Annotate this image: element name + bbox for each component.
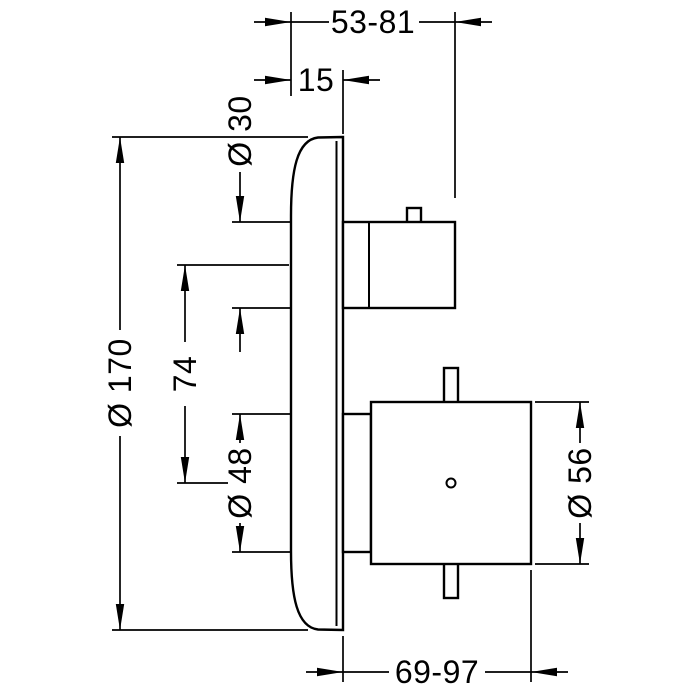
handle-body bbox=[341, 220, 457, 310]
arrowhead bbox=[115, 137, 125, 163]
dim-plate-diameter: Ø 170 bbox=[102, 136, 308, 631]
arrowhead bbox=[180, 457, 190, 483]
arrowhead bbox=[265, 75, 291, 85]
escutcheon-plate bbox=[289, 135, 345, 632]
arrowhead bbox=[575, 402, 585, 428]
arrowhead bbox=[575, 538, 585, 564]
knob-center-dot bbox=[445, 477, 457, 489]
dim-label-handle-projection: 53-81 bbox=[331, 4, 415, 40]
dim-label-handle-diameter: Ø 30 bbox=[222, 95, 258, 166]
knob-top-tab bbox=[442, 366, 460, 406]
dim-knob-projection: 69-97 bbox=[306, 570, 568, 690]
dim-label-knob-diameter: Ø 56 bbox=[562, 447, 598, 518]
arrowhead bbox=[317, 667, 343, 677]
fixture-side-view bbox=[289, 135, 533, 632]
dim-handle-projection: 53-81 bbox=[254, 4, 492, 198]
dim-label-center-distance: 74 bbox=[167, 356, 203, 393]
dim-label-knob-projection: 69-97 bbox=[395, 654, 479, 690]
arrowhead bbox=[235, 196, 245, 222]
knob-sleeve bbox=[341, 412, 373, 554]
dim-label-plate-depth: 15 bbox=[298, 62, 335, 98]
dim-plate-depth: 15 bbox=[254, 62, 380, 134]
arrowhead bbox=[531, 667, 557, 677]
arrowhead bbox=[265, 17, 291, 27]
dim-handle-diameter: Ø 30 bbox=[222, 95, 291, 352]
dim-sleeve-diameter: Ø 48 bbox=[222, 413, 291, 553]
knob-body bbox=[369, 400, 533, 566]
arrowhead bbox=[235, 308, 245, 334]
arrowhead bbox=[455, 17, 481, 27]
dim-knob-diameter: Ø 56 bbox=[535, 401, 598, 565]
arrowhead bbox=[235, 526, 245, 552]
arrowhead bbox=[115, 604, 125, 630]
dim-label-sleeve-diameter: Ø 48 bbox=[222, 447, 258, 518]
knob-bottom-tab bbox=[442, 560, 460, 600]
dim-label-plate-diameter: Ø 170 bbox=[102, 338, 138, 428]
arrowhead bbox=[343, 75, 369, 85]
dim-center-distance: 74 bbox=[167, 264, 289, 484]
arrowhead bbox=[235, 414, 245, 440]
arrowhead bbox=[180, 265, 190, 291]
